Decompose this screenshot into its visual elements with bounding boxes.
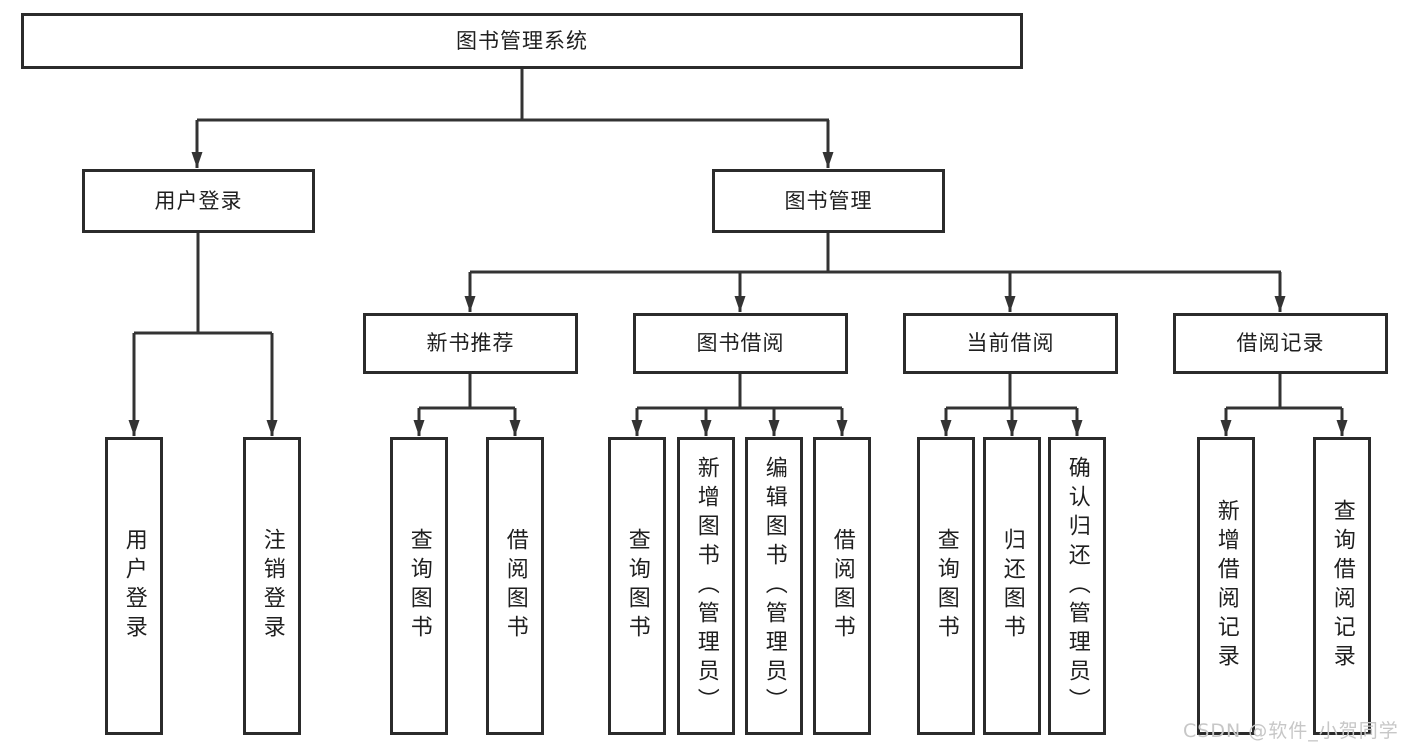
leaf-confirm-return-admin: 确认归还（管理员）	[1048, 437, 1106, 735]
node-book-management-system: 图书管理系统	[21, 13, 1023, 69]
leaf-add-borrow-record: 新增借阅记录	[1197, 437, 1255, 735]
leaf-return-books: 归还图书	[983, 437, 1041, 735]
leaf-query-borrow-record: 查询借阅记录	[1313, 437, 1371, 735]
node-book-borrowing: 图书借阅	[633, 313, 848, 374]
node-new-book-recommendation: 新书推荐	[363, 313, 578, 374]
leaf-query-books-borrowing: 查询图书	[608, 437, 666, 735]
leaf-query-books-current: 查询图书	[917, 437, 975, 735]
leaf-borrow-books: 借阅图书	[813, 437, 871, 735]
leaf-user-login: 用户登录	[105, 437, 163, 735]
node-book-management: 图书管理	[712, 169, 945, 233]
csdn-watermark: CSDN @软件_小贺同学	[1183, 720, 1399, 742]
leaf-query-books-recommend: 查询图书	[390, 437, 448, 735]
node-user-login: 用户登录	[82, 169, 315, 233]
leaf-logout: 注销登录	[243, 437, 301, 735]
node-current-borrowing: 当前借阅	[903, 313, 1118, 374]
leaf-edit-books-admin: 编辑图书（管理员）	[745, 437, 803, 735]
node-borrowing-records: 借阅记录	[1173, 313, 1388, 374]
leaf-borrow-books-recommend: 借阅图书	[486, 437, 544, 735]
leaf-add-books-admin: 新增图书（管理员）	[677, 437, 735, 735]
